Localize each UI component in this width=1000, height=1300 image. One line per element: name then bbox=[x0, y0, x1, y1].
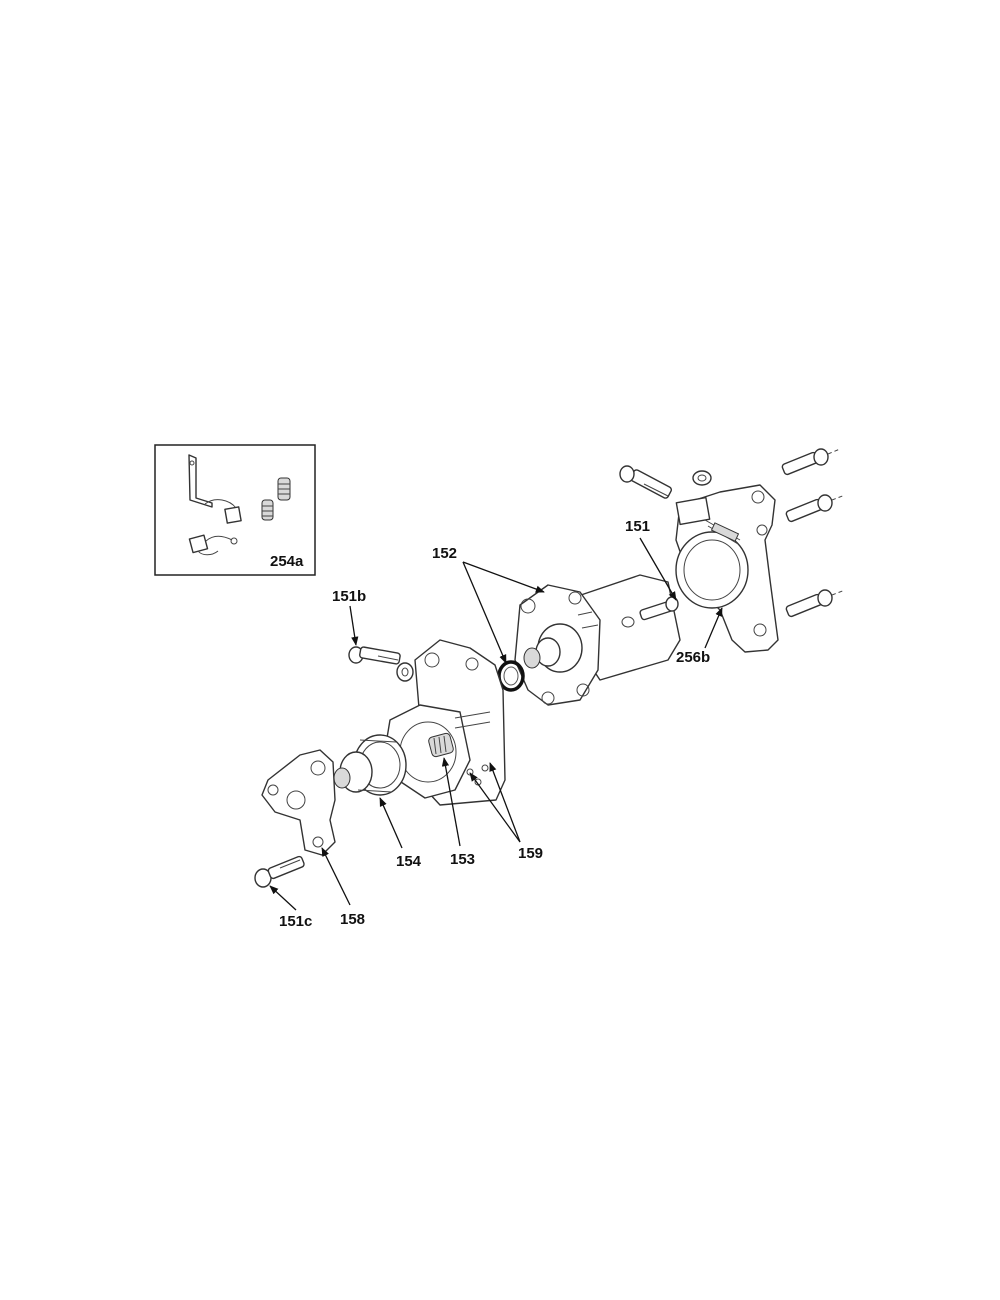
leader-151 bbox=[639, 537, 677, 601]
bolt-right-1 bbox=[781, 448, 841, 476]
bolt-top-left bbox=[619, 465, 673, 499]
leader-152-b bbox=[462, 561, 507, 664]
leader-158 bbox=[321, 847, 351, 906]
leader-151b bbox=[349, 605, 359, 646]
bolt-151c-part bbox=[254, 855, 305, 888]
callout-151b: 151b bbox=[332, 588, 366, 605]
mounting-bracket-part bbox=[675, 484, 779, 653]
callout-158: 158 bbox=[340, 911, 365, 928]
leader-lines bbox=[269, 537, 723, 911]
drive-gear-part bbox=[333, 734, 407, 796]
callout-151c: 151c bbox=[279, 913, 312, 930]
callout-153: 153 bbox=[450, 851, 475, 868]
brush-lead-part bbox=[188, 534, 238, 556]
callout-152: 152 bbox=[432, 545, 457, 562]
leader-153 bbox=[441, 757, 461, 847]
bolt-151b-part bbox=[348, 646, 414, 682]
leader-154 bbox=[379, 797, 403, 849]
starter-motor-part bbox=[514, 574, 681, 706]
callout-154: 154 bbox=[396, 853, 422, 870]
bolt-right-2 bbox=[785, 494, 846, 523]
leader-151c bbox=[269, 885, 297, 911]
needle-bearing-part bbox=[428, 732, 454, 758]
callout-254a: 254a bbox=[270, 553, 304, 570]
leader-159-a bbox=[469, 772, 521, 843]
leader-159-b bbox=[489, 762, 521, 843]
bolt-right-3 bbox=[785, 589, 846, 618]
callout-159: 159 bbox=[518, 845, 543, 862]
cover-plate-part bbox=[261, 749, 336, 856]
leader-152-a bbox=[462, 561, 545, 593]
brush-plate-part bbox=[188, 454, 242, 524]
brush-spring-part bbox=[261, 477, 291, 521]
mounting-bolts bbox=[619, 448, 846, 618]
washer-top bbox=[692, 470, 712, 486]
leader-256b bbox=[704, 607, 723, 649]
gear-housing-part bbox=[384, 639, 506, 806]
callout-256b: 256b bbox=[676, 649, 710, 666]
callout-151: 151 bbox=[625, 518, 650, 535]
inset-brush-kit: 254a bbox=[154, 444, 316, 576]
o-ring-part bbox=[497, 660, 525, 692]
